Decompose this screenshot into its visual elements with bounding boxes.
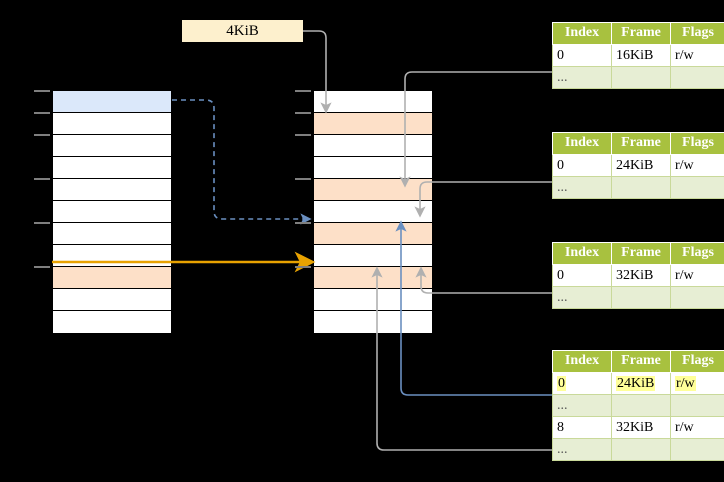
page-table-level-4-row: ...: [552, 394, 724, 417]
page-table-level-4-cell: 24KiB: [611, 372, 671, 395]
virtual-address-space-row: [53, 157, 171, 179]
page-table-level-3-cell: 0: [552, 264, 612, 287]
page-table-level-2-cell: [611, 176, 671, 199]
page-table-level-2-cell: 24KiB: [611, 154, 671, 177]
virtual-address-space-row: [53, 267, 171, 289]
page-table-level-1-header-frame: Frame: [611, 22, 671, 45]
page-table-level-3-header-index: Index: [552, 242, 612, 265]
wire-table1-to-physical: [399, 71, 552, 188]
row-boundary-tick: [295, 134, 311, 136]
highlighted-value: r/w: [675, 375, 696, 391]
row-boundary-tick: [34, 112, 50, 114]
virtual-address-space-row: [53, 135, 171, 157]
row-boundary-tick: [34, 134, 50, 136]
page-table-level-4-cell: 0: [552, 372, 612, 395]
page-table-level-4-cell: r/w: [670, 416, 724, 439]
page-table-level-1-header-index: Index: [552, 22, 612, 45]
page-table-level-4-cell: ...: [552, 394, 612, 417]
page-table-level-4-cell: [611, 438, 671, 461]
page-table-level-2-row: ...: [552, 176, 724, 199]
row-boundary-tick: [295, 90, 311, 92]
page-table-level-3-header-flags: Flags: [670, 242, 724, 265]
page-table-level-4-cell: [611, 394, 671, 417]
page-table-level-2-cell: r/w: [670, 154, 724, 177]
row-boundary-tick: [34, 178, 50, 180]
page-table-level-4-cell: ...: [552, 438, 612, 461]
virtual-address-space-row: [53, 179, 171, 201]
physical-memory-frames-row: [314, 157, 432, 179]
virtual-address-space-row: [53, 91, 171, 113]
wire-table4-row0-to-physical: [395, 220, 552, 396]
wire-virtual-page-to-physical-frame: [172, 99, 312, 225]
page-table-level-2-header-frame: Frame: [611, 132, 671, 155]
page-table-level-4-cell: [670, 438, 724, 461]
page-table-level-4-cell: [670, 394, 724, 417]
row-boundary-tick: [34, 90, 50, 92]
page-table-level-4-cell: 32KiB: [611, 416, 671, 439]
page-table-level-4-row: 0 24KiB r/w: [552, 372, 724, 395]
virtual-address-space-row: [53, 311, 171, 333]
page-table-level-4-header-frame: Frame: [611, 350, 671, 373]
physical-memory-frames-row: [314, 289, 432, 311]
page-table-level-1-cell: 0: [552, 44, 612, 67]
page-size-label: 4KiB: [182, 20, 303, 42]
virtual-address-space-row: [53, 223, 171, 245]
page-table-level-1-cell: [670, 66, 724, 89]
row-boundary-tick: [34, 222, 50, 224]
page-table-level-3-cell: 32KiB: [611, 264, 671, 287]
page-table-level-1-header-flags: Flags: [670, 22, 724, 45]
physical-memory-frames-row: [314, 311, 432, 333]
row-boundary-tick: [295, 178, 311, 180]
virtual-address-space-row: [53, 113, 171, 135]
wire-table4-row8-to-physical: [371, 266, 552, 451]
page-table-level-1-cell: r/w: [670, 44, 724, 67]
page-table-level-3-cell: [670, 286, 724, 309]
row-boundary-tick: [295, 266, 311, 268]
physical-memory-frames-row: [314, 91, 432, 113]
row-boundary-tick: [295, 112, 311, 114]
wire-page-size-to-physical: [303, 30, 332, 114]
physical-memory-frames-row: [314, 113, 432, 135]
page-table-level-3-cell: ...: [552, 286, 612, 309]
page-table-level-3-cell: [611, 286, 671, 309]
page-table-level-3-row: ...: [552, 286, 724, 309]
page-table-level-2-cell: [670, 176, 724, 199]
page-table-level-4-header-flags: Flags: [670, 350, 724, 373]
virtual-address-space-row: [53, 289, 171, 311]
page-table-level-4-header-index: Index: [552, 350, 612, 373]
page-table-level-4-cell: 8: [552, 416, 612, 439]
page-table-level-2-cell: ...: [552, 176, 612, 199]
page-table-level-1-cell: ...: [552, 66, 612, 89]
physical-memory-frames-row: [314, 201, 432, 223]
wire-table2-to-physical: [414, 181, 552, 218]
page-table-level-1-row: ...: [552, 66, 724, 89]
page-table-level-4-row: ...: [552, 438, 724, 461]
page-table-level-2-header-flags: Flags: [670, 132, 724, 155]
physical-memory-frames: [313, 90, 433, 333]
page-table-level-3-cell: r/w: [670, 264, 724, 287]
physical-memory-frames-row: [314, 135, 432, 157]
page-table-level-4-cell: r/w: [670, 372, 724, 395]
highlighted-value: 24KiB: [616, 375, 656, 391]
page-table-level-1-cell: [611, 66, 671, 89]
physical-memory-frames-row: [314, 267, 432, 289]
virtual-address-space-row: [53, 201, 171, 223]
highlighted-value: 0: [557, 375, 566, 391]
page-table-level-2-cell: 0: [552, 154, 612, 177]
row-boundary-tick: [295, 222, 311, 224]
page-table-level-2-header-index: Index: [552, 132, 612, 155]
page-table-level-3-header-frame: Frame: [611, 242, 671, 265]
row-boundary-tick: [34, 266, 50, 268]
wire-table3-to-physical: [415, 266, 552, 294]
page-table-level-1-cell: 16KiB: [611, 44, 671, 67]
